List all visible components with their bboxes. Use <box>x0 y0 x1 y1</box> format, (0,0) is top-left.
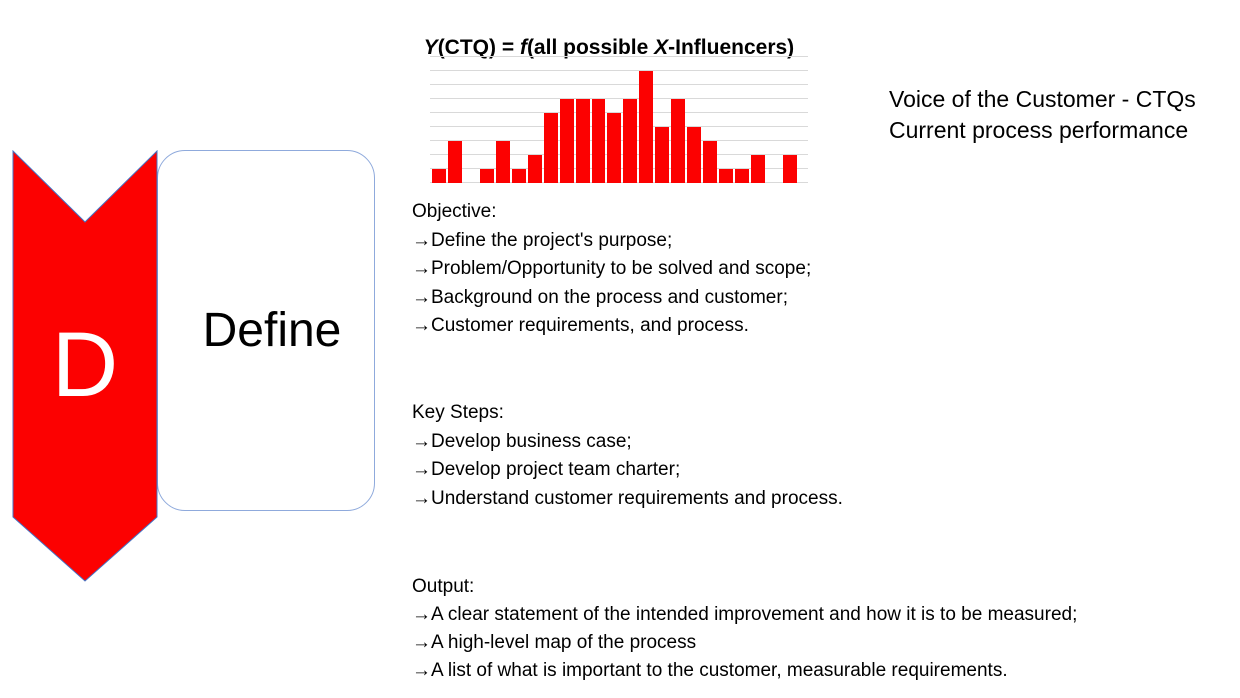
output-item: →A clear statement of the intended impro… <box>412 604 1078 625</box>
histogram-bar <box>543 113 558 183</box>
output-item: →A high-level map of the process <box>412 632 697 653</box>
histogram-bar <box>432 169 446 183</box>
histogram-bar-slot <box>734 57 750 183</box>
output-heading: Output: <box>412 576 475 597</box>
histogram-bar-slot <box>511 57 527 183</box>
histogram-bar <box>655 127 670 183</box>
histogram-bar <box>735 169 750 183</box>
formula-mid1: (CTQ) = <box>437 36 520 59</box>
histogram-bar <box>719 169 734 183</box>
histogram-bar <box>591 99 606 183</box>
chart-gridline <box>430 98 808 99</box>
histogram-bar-slot <box>543 57 559 183</box>
histogram-bar <box>575 99 590 183</box>
histogram-bar <box>782 155 797 183</box>
right-note-line1: Voice of the Customer - CTQs <box>889 86 1196 112</box>
histogram-bar-slot <box>766 57 782 183</box>
histogram-chart <box>430 56 808 183</box>
histogram-bar-slot <box>431 57 447 183</box>
histogram-bar <box>511 169 526 183</box>
key-steps-item: →Develop business case; <box>412 430 632 452</box>
histogram-bar <box>639 71 654 183</box>
formula-mid2: (all possible <box>526 36 655 59</box>
histogram-bar-slot <box>782 57 798 183</box>
histogram-bar-slot <box>447 57 463 183</box>
chart-gridline <box>430 70 808 71</box>
chart-bars <box>431 57 798 183</box>
objective-item: →Problem/Opportunity to be solved and sc… <box>412 258 812 279</box>
key-steps-item: →Develop project team charter; <box>412 459 681 480</box>
formula-title: Y(CTQ) = f(all possible X-Influencers) <box>412 12 795 60</box>
histogram-bar-slot <box>559 57 575 183</box>
formula-y: Y <box>423 36 438 59</box>
key-steps-section: Key Steps: →Develop business case; →Deve… <box>412 399 843 513</box>
histogram-bar-slot <box>750 57 766 183</box>
histogram-bar <box>495 141 510 183</box>
histogram-bar <box>559 99 574 183</box>
histogram-bar-slot <box>718 57 734 183</box>
chart-gridline <box>430 112 808 113</box>
histogram-bar-slot <box>463 57 479 183</box>
histogram-bar-slot <box>622 57 638 183</box>
objective-item: →Customer requirements, and process. <box>412 315 749 336</box>
histogram-bar-slot <box>479 57 495 183</box>
output-section: Output: →A clear statement of the intend… <box>412 573 1077 685</box>
histogram-bar-slot <box>606 57 622 183</box>
chart-gridline <box>430 56 808 57</box>
define-letter: D <box>51 314 119 416</box>
histogram-bar-slot <box>575 57 591 183</box>
histogram-bar <box>527 155 542 183</box>
objective-section: Objective: →Define the project's purpose… <box>412 198 811 341</box>
histogram-bar-slot <box>638 57 654 183</box>
histogram-bar <box>607 113 622 183</box>
formula-f: f <box>519 36 527 59</box>
define-ribbon-shape <box>12 150 158 582</box>
objective-heading: Objective: <box>412 201 497 222</box>
histogram-bar-slot <box>495 57 511 183</box>
histogram-bar <box>447 141 462 183</box>
histogram-bar-slot <box>686 57 702 183</box>
objective-item: →Background on the process and customer; <box>412 286 788 308</box>
objective-item: →Define the project's purpose; <box>412 229 673 251</box>
define-ribbon <box>12 150 158 582</box>
right-note-line2: Current process performance <box>889 117 1189 143</box>
histogram-bar <box>703 141 718 183</box>
right-note: Voice of the Customer - CTQs Current pro… <box>889 84 1196 146</box>
key-steps-heading: Key Steps: <box>412 402 504 423</box>
key-steps-item: →Understand customer requirements and pr… <box>412 487 843 509</box>
histogram-bar <box>751 155 766 183</box>
histogram-bar-slot <box>591 57 607 183</box>
define-box: Define <box>157 150 375 511</box>
histogram-bar-slot <box>702 57 718 183</box>
histogram-bar <box>671 99 686 183</box>
define-label: Define <box>202 304 342 357</box>
output-item: →A list of what is important to the cust… <box>412 660 1008 681</box>
histogram-bar <box>479 169 494 183</box>
histogram-bar-slot <box>670 57 686 183</box>
histogram-bar <box>687 127 702 183</box>
chart-gridline <box>430 84 808 85</box>
histogram-bar-slot <box>654 57 670 183</box>
formula-end: -Influencers) <box>668 36 795 59</box>
histogram-bar-slot <box>527 57 543 183</box>
histogram-bar <box>623 99 638 183</box>
formula-x: X <box>654 36 669 59</box>
